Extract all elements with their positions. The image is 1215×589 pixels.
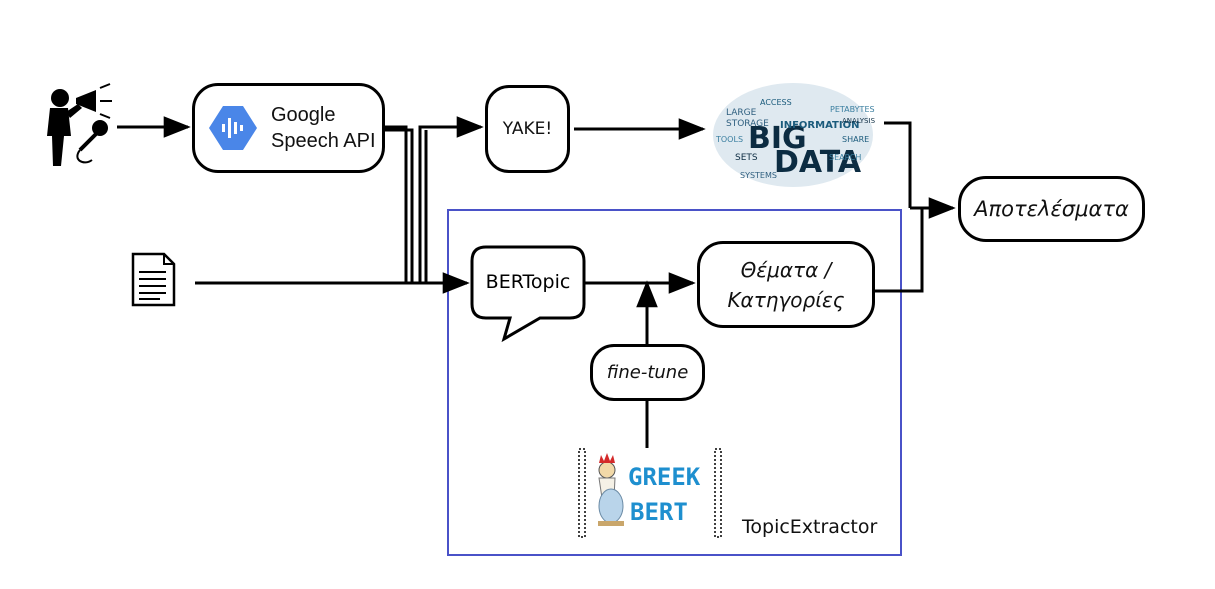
google-speech-api-node: Google Speech API [192,83,385,173]
connectors [117,116,956,448]
yake-label: YAKE! [502,119,553,139]
google-label-line2: Speech API [271,130,376,152]
greekbert-line2: BERT [630,498,688,526]
topic-extractor-label: TopicExtractor [742,516,878,538]
themes-label-line2: Κατηγορίες [727,287,845,312]
topic-extractor-frame [447,209,902,556]
yake-node: YAKE! [485,85,570,173]
wordcloud-word: SETS [735,153,758,163]
wordcloud-word: LARGE [726,108,757,118]
document-icon [131,252,176,307]
wordcloud-word: STORAGE [726,119,769,129]
google-label-line1: Google [271,104,336,126]
wordcloud-word: INFORMATION [780,120,859,131]
wordcloud-word: TOOLS [715,135,743,144]
wordcloud-word: SYSTEMS [740,171,777,180]
wordcloud-data: DATA [774,145,862,180]
wordcloud-word: ACCESS [760,98,792,107]
wordcloud-word: PETABYTES [830,105,875,114]
results-node: Αποτελέσματα [958,176,1145,242]
wordcloud-big: BIG [748,121,807,156]
greekbert-logo: GREEK BERT [578,448,722,538]
results-label: Αποτελέσματα [974,197,1129,221]
bertopic-label: BERTopic [485,271,571,293]
themes-label-line1: Θέματα / [740,257,832,282]
fine-tune-node: fine-tune [590,344,705,401]
wordcloud-word: ANALYSIS [842,117,876,125]
greekbert-line1: GREEK [628,463,701,491]
big-data-wordcloud: BIG DATA INFORMATION LARGE STORAGE SETS … [713,83,876,187]
speaker-microphone-icon [47,83,112,166]
wordcloud-word: SHARE [842,135,869,144]
themes-categories-node: Θέματα / Κατηγορίες [697,241,875,328]
bertopic-bubble [470,245,586,343]
wordcloud-word: SEARCH [829,153,861,162]
google-speech-icon [209,106,257,150]
fine-tune-label: fine-tune [606,361,689,383]
